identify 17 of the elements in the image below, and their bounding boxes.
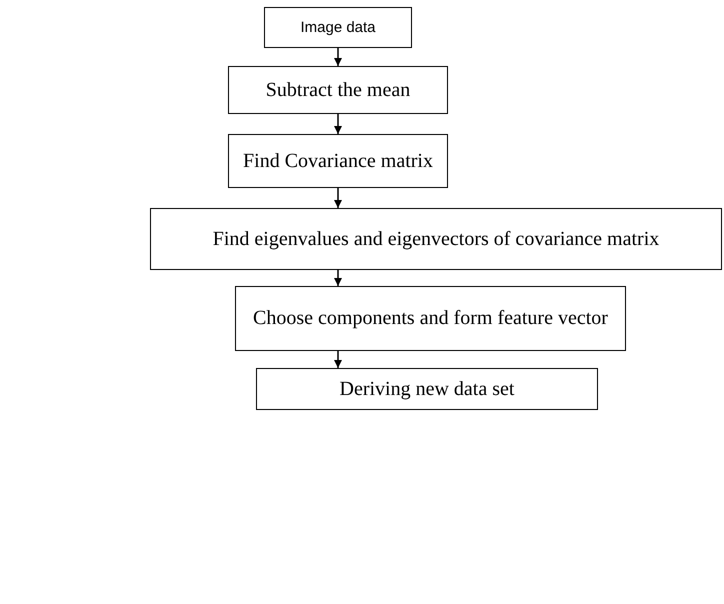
process-box	[228, 66, 448, 114]
process-box	[150, 208, 722, 270]
step-label: Choose components and form feature vector	[253, 307, 608, 330]
arrow	[334, 270, 342, 286]
process-box	[235, 286, 626, 351]
arrow	[334, 188, 342, 208]
step-label: Find eigenvalues and eigenvectors of covariance matrix	[212, 228, 660, 250]
process-box	[264, 7, 412, 48]
step-label: Deriving new data set	[340, 378, 514, 400]
step-label: Find Covariance matrix	[243, 150, 433, 172]
arrow	[334, 48, 342, 66]
arrow	[334, 114, 342, 134]
arrow	[334, 351, 342, 368]
process-box	[228, 134, 448, 188]
step-label: Image data	[300, 19, 376, 36]
step-label: Subtract the mean	[266, 78, 410, 102]
process-box	[256, 368, 598, 410]
